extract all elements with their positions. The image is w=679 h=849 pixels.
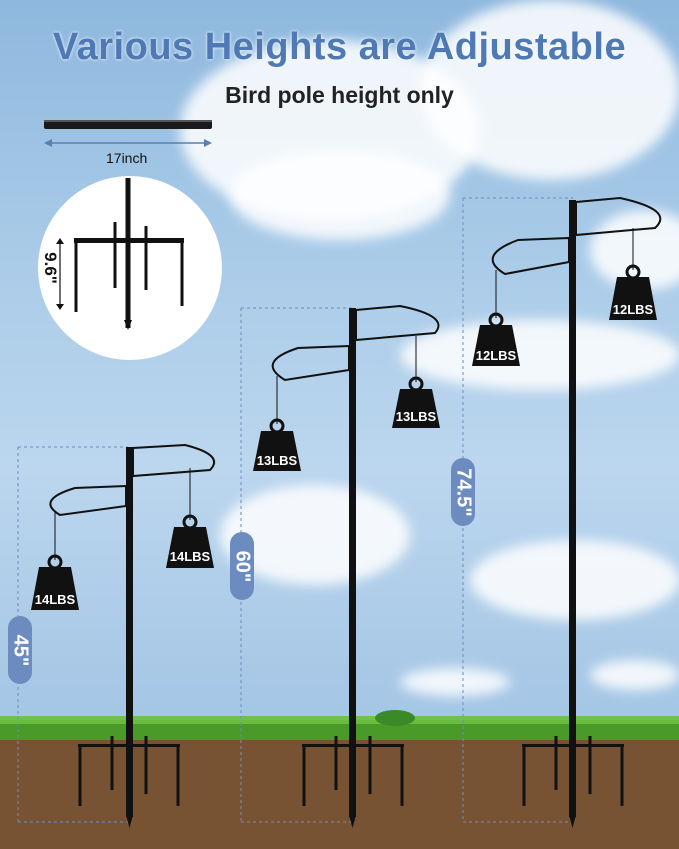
height-text: 74.5"	[452, 467, 475, 517]
cloud	[590, 660, 679, 690]
height-text: 45"	[9, 634, 32, 666]
height-label-74-5: 74.5"	[451, 458, 475, 526]
weight-icon	[31, 567, 79, 610]
cloud	[420, 0, 679, 180]
weight-label: 12LBS	[612, 302, 654, 317]
cloud	[230, 150, 450, 240]
weight-icon	[166, 527, 214, 568]
cloud	[400, 320, 679, 390]
page-title: Various Heights are Adjustable	[52, 26, 627, 68]
pole-74-5	[491, 196, 662, 828]
grass	[0, 720, 679, 740]
page-subtitle: Bird pole height only	[225, 82, 454, 108]
pole-45	[49, 443, 216, 828]
weight-label: 12LBS	[475, 348, 517, 363]
weight-label: 14LBS	[169, 549, 211, 564]
weight-icon	[472, 325, 520, 366]
rod-length-label: 17inch	[106, 150, 148, 166]
cloud	[400, 668, 510, 696]
weight-label: 13LBS	[395, 409, 437, 424]
height-label-45: 45"	[8, 616, 32, 684]
stake-detail	[38, 176, 222, 360]
height-label-60: 60"	[230, 532, 254, 600]
extension-rod	[44, 120, 212, 147]
weight-label: 13LBS	[256, 453, 298, 468]
weight-icon	[609, 277, 657, 320]
pole-60	[271, 304, 440, 828]
weight-icon	[392, 389, 440, 428]
stake-depth-label: 9.6"	[40, 252, 60, 284]
weight-icon	[253, 431, 301, 471]
weight-label: 14LBS	[34, 592, 76, 607]
height-text: 60"	[231, 550, 254, 582]
